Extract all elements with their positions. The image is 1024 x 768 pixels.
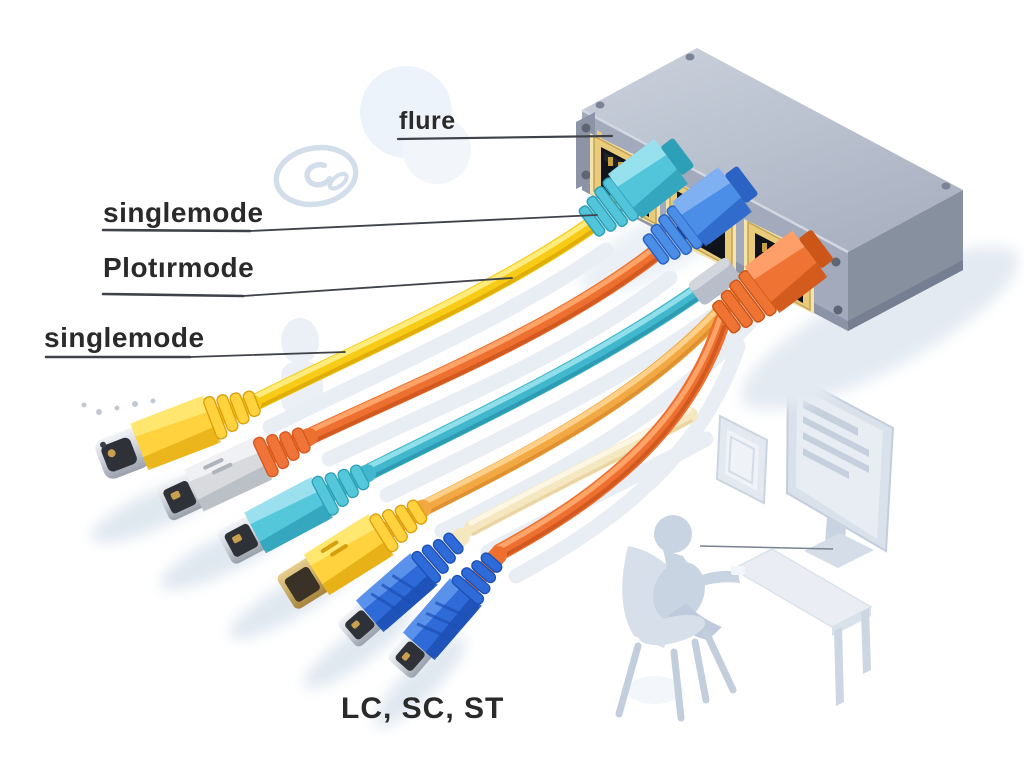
- screws: [595, 53, 951, 190]
- cable-teal: [362, 281, 709, 480]
- connector-sc-gray: [156, 427, 318, 521]
- plug-blue: [642, 166, 758, 265]
- leader-singlemode-bottom: [44, 351, 346, 359]
- plug-cyan: [578, 138, 694, 237]
- connector-st-yellow: [95, 390, 262, 479]
- caption-connector-types: LC, SC, ST: [341, 692, 505, 725]
- connector-lc-blue-2: [388, 546, 508, 678]
- connector-sc-yellow: [277, 499, 432, 609]
- person-silhouette: [615, 515, 745, 722]
- label-flure: flure: [399, 107, 456, 135]
- plug-gray-hidden: [688, 257, 740, 305]
- label-plotirmode: Plotırmode: [103, 252, 255, 283]
- monitor: [785, 370, 895, 568]
- desk: [731, 548, 873, 706]
- desk-scene: [615, 370, 895, 722]
- emblem-icon: [273, 144, 359, 208]
- connector-sc-cyan: [218, 464, 377, 564]
- cable-orange-2: [491, 313, 731, 561]
- cable-amber: [418, 287, 744, 515]
- chair-legs: [615, 628, 737, 722]
- leader-flure: [396, 134, 614, 141]
- leader-lines: [44, 134, 614, 359]
- cable-orange-1: [304, 245, 663, 444]
- leader-plotirmode: [101, 277, 513, 298]
- scene-leader-line: [699, 545, 834, 550]
- leader-singlemode-top: [101, 214, 598, 233]
- switch-top-face: [582, 48, 963, 252]
- speck-dots: [81, 398, 156, 415]
- connector-lc-blue-1: [338, 527, 470, 647]
- switch-right-face: [848, 190, 963, 331]
- label-singlemode-bottom: singlemode: [44, 322, 205, 353]
- cable-yellow: [245, 217, 599, 412]
- wall-frame: [715, 414, 769, 505]
- label-singlemode-top: singlemode: [103, 197, 264, 228]
- plug-orange: [712, 230, 833, 334]
